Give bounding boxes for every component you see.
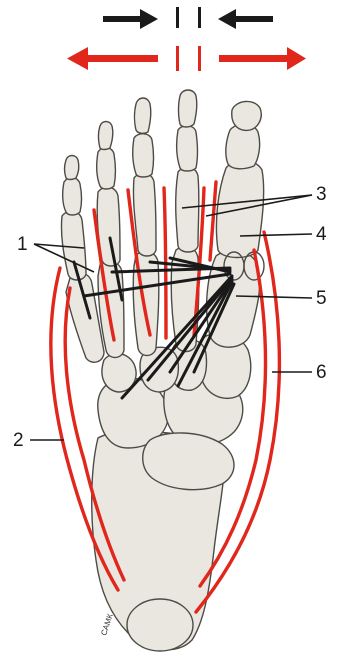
label-4: 4 [316,224,327,245]
label-1: 1 [17,234,28,255]
arrow-left-icon [218,9,273,29]
arrow-right-icon [103,9,158,29]
toe2-proximal-phalanx [176,167,199,252]
label-2: 2 [13,430,24,451]
artist-signature: САМК [99,612,115,636]
toe5-proximal-phalanx [61,211,86,280]
midline-marks [176,7,201,28]
midline-marks-red [176,46,201,71]
toe3-proximal-phalanx [133,173,156,256]
label-5: 5 [316,288,327,309]
label-3: 3 [316,184,327,205]
direction-arrows [67,7,306,71]
arrow-right-icon [219,47,306,70]
label-6: 6 [316,362,327,383]
foot-bones [61,90,264,651]
arrow-left-icon [67,47,158,70]
